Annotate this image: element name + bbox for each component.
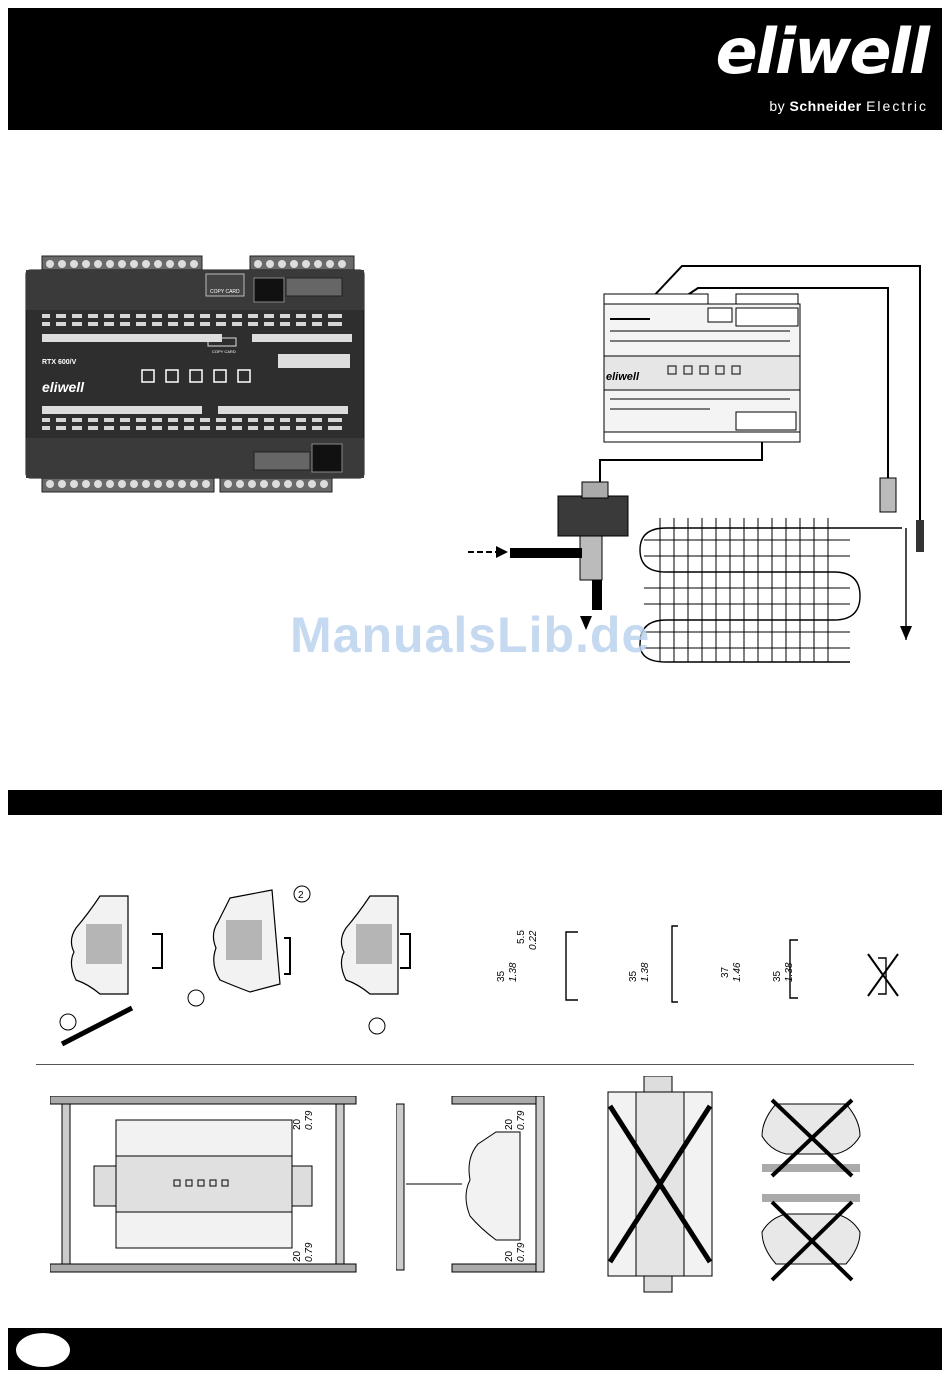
profile2-inner-in: 1.46 (732, 962, 743, 982)
mounting-steps-diagram: 2 (40, 884, 440, 1054)
profile3-height-in: 1.38 (784, 962, 795, 982)
clearance-side-bottom-in: 0.79 (516, 1242, 527, 1262)
profile3-height-mm: 35 (772, 970, 783, 982)
model-label: RTX 600/V (42, 359, 77, 366)
profile1-lip-mm: 5.5 (516, 930, 527, 944)
watermark: ManualsLib.de (290, 606, 650, 664)
profile2-height-mm: 35 (628, 970, 639, 982)
clearance-top-mm: 20 (292, 1118, 303, 1130)
profile1-height-in: 1.38 (508, 962, 519, 982)
section-band (8, 790, 942, 815)
schneider-tagline: by Schneider Electric (716, 98, 928, 114)
clearance-side-top-in: 0.79 (516, 1110, 527, 1130)
copy-card-label: COPY CARD (210, 289, 240, 295)
controller-logo: eliwell (606, 371, 640, 383)
clearance-side-bottom-mm: 20 (504, 1250, 515, 1262)
profile1-height-mm: 35 (496, 970, 507, 982)
device-logo: eliwell (42, 379, 85, 395)
clearance-side-diagram: 20 0.79 20 0.79 (396, 1096, 546, 1276)
profile2-inner-mm: 37 (720, 966, 731, 978)
step-2-label: 2 (298, 890, 304, 901)
footer-band (8, 1328, 942, 1370)
wrong-orientation-horizontal (756, 1090, 866, 1290)
eliwell-logo: eliwell (716, 22, 928, 82)
page-number-badge (16, 1333, 70, 1367)
clearance-top-in: 0.79 (304, 1110, 315, 1130)
clearance-front-diagram: 20 0.79 20 0.79 (50, 1096, 360, 1276)
device-front-illustration: COPY CARD COPY CARD RTX 600/V eliwell (22, 254, 368, 494)
copy-card-label-secondary: COPY CARD (212, 349, 236, 354)
clearance-bottom-in: 0.79 (304, 1242, 315, 1262)
brand-logo: eliwell by Schneider Electric (716, 22, 928, 114)
section-divider (36, 1064, 914, 1065)
clearance-side-top-mm: 20 (504, 1118, 515, 1130)
profile1-lip-in: 0.22 (528, 930, 539, 950)
wrong-orientation-vertical (600, 1076, 720, 1294)
profile2-height-in: 1.38 (640, 962, 651, 982)
din-rail-profiles: 35 1.38 5.5 0.22 35 1.38 37 1.46 35 1.38 (468, 906, 928, 1016)
clearance-bottom-mm: 20 (292, 1250, 303, 1262)
